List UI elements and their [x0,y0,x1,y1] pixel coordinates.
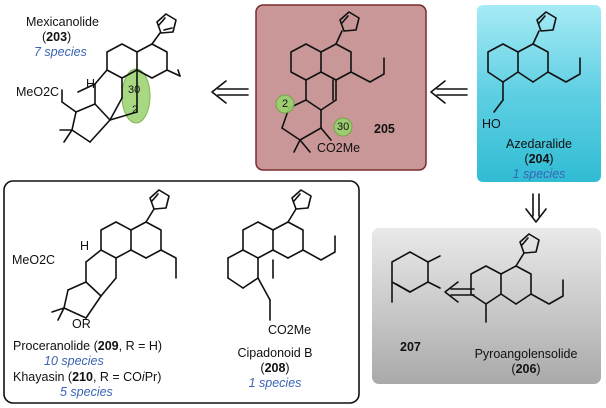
retro-arrow-205-204 [430,80,468,104]
structure-206 [470,233,564,323]
label-203: (203) [42,30,72,44]
position-30-205: 30 [337,121,350,133]
species-208: 1 species [248,376,302,390]
label-mexicanolide: Mexicanolide [26,15,99,29]
suffix-209: , R = H) [118,339,163,353]
box-204 [477,5,601,182]
number-205: 205 [374,122,395,136]
atom-h-209: H [80,239,90,253]
label-209: Proceranolide (209, R = H) [13,339,163,353]
species-203: 7 species [34,45,87,59]
number-206: 206 [515,362,537,376]
structure-204 [487,11,581,113]
retro-arrow-206-207 [444,281,475,303]
atom-meo2c-203: MeO2C [16,85,60,99]
species-210: 5 species [60,385,113,399]
name-proceranolide: Proceranolide [13,339,91,353]
atom-meo2c-209: MeO2C [12,253,56,267]
label-204: (204) [524,152,554,166]
suffix-210: , R = CO [92,370,142,384]
label-210: Khayasin (210, R = COiPr) [13,370,162,384]
atom-h-203: H [86,77,96,91]
position-2-205: 2 [282,98,289,110]
name-cipadonoid: Cipadonoid B [237,346,313,360]
pr-210: Pr) [144,370,162,384]
number-204: 204 [528,152,550,166]
ipr-italic-210: i [141,370,145,384]
name-mexicanolide: Mexicanolide [26,15,99,29]
structure-205 [281,11,385,153]
name-khayasin: Khayasin [13,370,65,384]
number-203: 203 [46,30,68,44]
atom-co2me-205: CO2Me [317,141,361,155]
position-30-203: 30 [128,84,141,96]
species-204: 1 species [512,167,566,181]
structure-203 [59,13,181,143]
label-206: (206) [511,362,541,376]
structure-208 [227,189,336,321]
retro-arrow-203-205 [211,80,249,104]
name-azedaralide: Azedaralide [505,137,572,151]
highlight-205-c2 [275,94,295,114]
structure-209 [51,189,177,321]
highlight-205-c30 [333,117,353,137]
retro-arrow-204-206 [525,193,547,223]
atom-co2me-208: CO2Me [268,323,312,337]
name-pyroangolensolide: Pyroangolensolide [474,347,578,361]
number-208: 208 [264,361,286,375]
atom-ho-204: HO [482,117,501,131]
number-207: 207 [400,340,421,354]
atom-or-209: OR [72,317,91,331]
number-210: 210 [72,370,93,384]
box-205 [255,4,427,171]
position-2-203: 2 [132,104,139,116]
structure-207 [391,251,441,303]
label-208: (208) [260,361,290,375]
species-209: 10 species [44,354,104,368]
number-209: 209 [97,339,119,353]
box-209-208 [3,180,360,404]
